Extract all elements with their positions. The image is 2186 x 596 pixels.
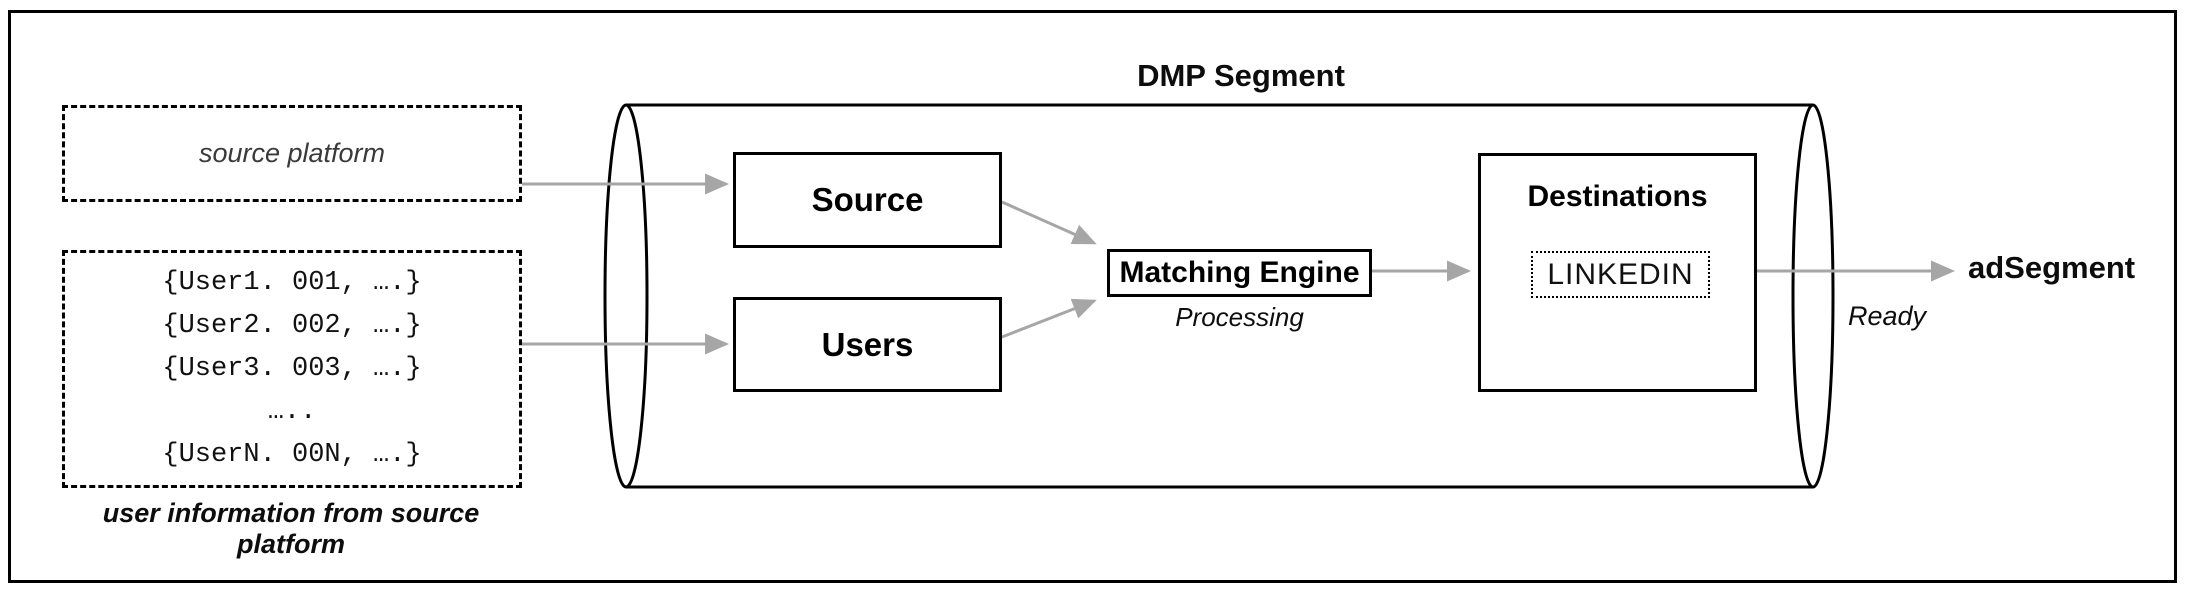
destinations-title: Destinations [1527,180,1708,213]
matching-engine-box: Matching Engine [1107,249,1372,297]
user-info-box: {User1. 001, ….} {User2. 002, ….} {User3… [62,250,522,488]
users-box: Users [733,297,1002,392]
source-box-label: Source [811,181,924,218]
ad-segment-label: adSegment [1968,250,2136,285]
user-record: {User3. 003, ….} [162,353,422,384]
dmp-cylinder [603,103,1835,489]
destinations-box: Destinations LINKEDIN [1478,153,1757,392]
users-box-label: Users [821,325,914,363]
matching-engine-label: Matching Engine [1119,256,1360,289]
arrow-users-to-matching-engine [1001,298,1097,339]
cylinder-left-ellipse [603,103,649,489]
arrow-source-to-matching-engine [1001,200,1097,245]
linkedin-destination-box: LINKEDIN [1531,251,1710,298]
user-record: {User2. 002, ….} [162,310,422,341]
user-record-ellipsis: ….. [267,397,317,428]
ready-label: Ready [1847,301,1927,331]
diagram-border [8,10,2177,583]
user-record: {UserN. 00N, ….} [162,440,422,471]
source-platform-box: source platform [62,105,522,202]
user-record: {User1. 001, ….} [162,267,422,298]
source-box: Source [733,152,1002,248]
linkedin-label: LINKEDIN [1547,257,1694,291]
user-info-caption: user information from source platform [102,498,480,559]
source-platform-label: source platform [198,138,386,168]
cylinder-right-ellipse [1791,103,1835,489]
processing-label: Processing [1175,302,1304,332]
dmp-segment-title: DMP Segment [1137,58,1345,93]
